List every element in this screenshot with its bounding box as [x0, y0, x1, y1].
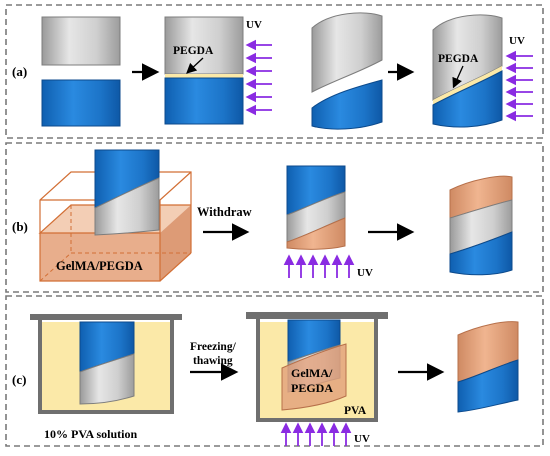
b-withdrawn-cylinder: [286, 165, 346, 250]
a-slanted-joined: [432, 14, 503, 128]
freezing-label: Freezing/: [190, 341, 237, 353]
uv-arrows-a-left: [245, 39, 272, 116]
withdraw-label: Withdraw: [197, 205, 252, 219]
pegda-layer: [433, 66, 502, 105]
uv-arrows-c: [280, 422, 352, 446]
gelma-label: GelMA/: [291, 366, 333, 380]
gray-cylinder: [311, 12, 383, 93]
uv-arrows-b: [283, 254, 355, 278]
pegda-pointer-left: [186, 57, 204, 74]
pegda-label-left: PEGDA: [173, 45, 214, 57]
pva-solution-label: 10% PVA solution: [44, 427, 137, 441]
a-slanted-separated: [311, 12, 383, 130]
blue-cylinder: [164, 77, 244, 125]
b-coated-cylinder: [449, 175, 513, 276]
c-freeze-thaw-beaker: [246, 312, 388, 422]
blue-cylinder: [432, 70, 503, 128]
uv-label-c: UV: [354, 433, 370, 445]
c-pva-beaker: [30, 314, 182, 414]
pegda-pointer-right: [452, 65, 464, 89]
bath-label: GelMA/PEGDA: [56, 259, 143, 273]
uv-label-b: UV: [357, 267, 373, 279]
blue-cylinder: [41, 79, 121, 127]
pva-label: PVA: [344, 405, 367, 417]
uv-arrows-a-right: [505, 50, 533, 122]
panel-b-frame: [5, 142, 544, 293]
panel-c-frame: [5, 295, 544, 447]
uv-label-a-left: UV: [246, 19, 262, 31]
blue-cylinder: [311, 79, 383, 130]
pegda-layer: [165, 74, 243, 78]
panel-a-label: (a): [12, 64, 27, 79]
panel-b-label: (b): [12, 219, 28, 234]
panel-a-frame: [5, 4, 544, 139]
gray-cylinder: [41, 16, 121, 66]
uv-label-a-right: UV: [509, 35, 525, 47]
panel-c-label: (c): [12, 372, 26, 387]
a-separated-cylinders: [41, 16, 121, 127]
a-joined-cylinders: [164, 16, 244, 125]
b-dipped-cylinder: [94, 149, 160, 236]
pegda-label-right: PEGDA: [438, 53, 479, 65]
c-final-cylinder: [457, 321, 519, 413]
pegda-label-c: PEGDA: [291, 381, 333, 395]
thawing-label: thawing: [193, 355, 233, 367]
